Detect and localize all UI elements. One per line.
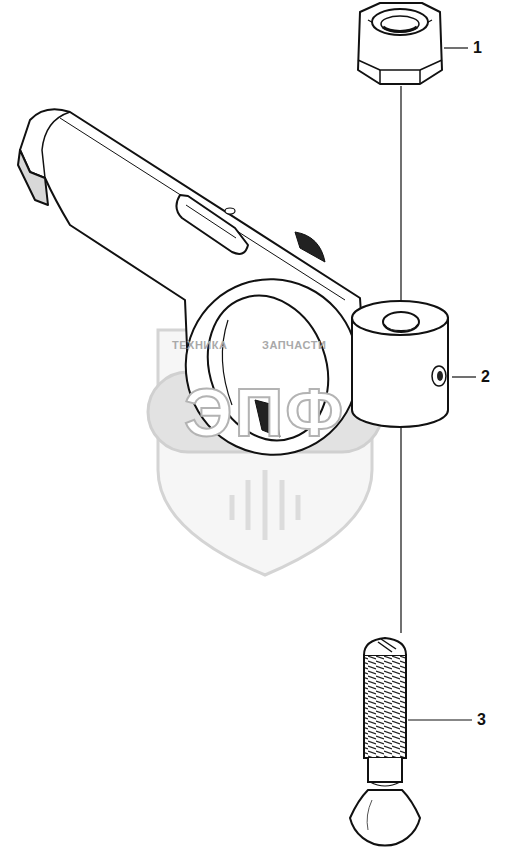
callout-number: 1 [473, 40, 482, 56]
rocker-arm [18, 109, 383, 479]
callout-number: 2 [481, 369, 490, 385]
watermark-text: ЭПФ [184, 378, 345, 446]
swivel-part [352, 301, 448, 427]
watermark-text: ТЕХНИКА [172, 340, 227, 351]
nut-part [358, 3, 442, 84]
leader-line [408, 48, 476, 720]
watermark-text: ЗАПЧАСТИ [262, 340, 326, 351]
adjusting-screw [350, 638, 420, 846]
callout-number: 3 [477, 712, 486, 728]
